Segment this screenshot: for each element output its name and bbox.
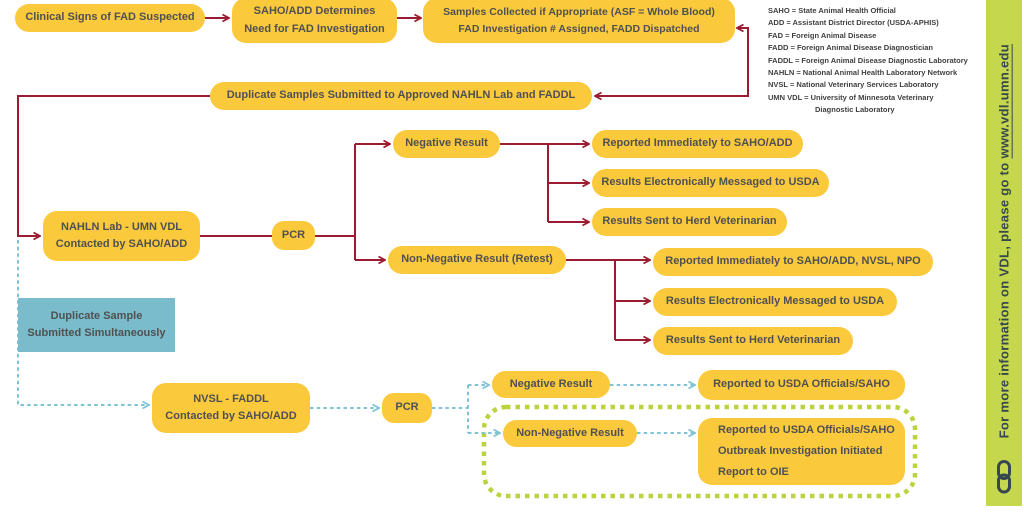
node-nvsl-faddl: NVSL - FADDL Contacted by SAHO/ADD (152, 383, 310, 433)
node-duplicate-submitted: Duplicate Samples Submitted to Approved … (210, 82, 592, 110)
node-nonneg-sent-veterinarian: Results Sent to Herd Veterinarian (653, 327, 853, 355)
node-non-negative-result-nvsl: Non-Negative Result (503, 420, 637, 447)
legend-line: SAHO = State Animal Health Official (768, 6, 896, 15)
sidebar-message-text: For more information on VDL, please go t… (996, 158, 1012, 438)
legend-line: UMN VDL = University of Minnesota Veteri… (768, 92, 934, 102)
node-nonneg-messaged-usda: Results Electronically Messaged to USDA (653, 288, 897, 316)
vdl-website-link[interactable]: www.vdl.umn.edu (996, 43, 1012, 159)
node-reported-usda-officials: Reported to USDA Officials/SAHO (698, 370, 905, 400)
node-non-negative-retest: Non-Negative Result (Retest) (388, 246, 566, 274)
legend-line: FADDL = Foreign Animal Disease Diagnosti… (768, 55, 968, 65)
node-nonneg-reported-nvsl-npo: Reported Immediately to SAHO/ADD, NVSL, … (653, 248, 933, 276)
node-neg-sent-veterinarian: Results Sent to Herd Veterinarian (592, 208, 787, 236)
node-samples-collected: Samples Collected if Appropriate (ASF = … (423, 0, 735, 43)
node-pcr-nahln: PCR (272, 221, 315, 250)
legend-line: ADD = Assistant District Director (USDA-… (768, 18, 939, 28)
node-negative-result-nvsl: Negative Result (492, 371, 610, 398)
node-pcr-nvsl: PCR (382, 393, 432, 423)
node-saho-determines: SAHO/ADD Determines Need for FAD Investi… (232, 0, 397, 43)
node-negative-result-nahln: Negative Result (393, 130, 500, 158)
legend-line: FADD = Foreign Animal Disease Diagnostic… (768, 43, 933, 53)
info-sidebar: For more information on VDL, please go t… (986, 0, 1022, 506)
node-duplicate-sample-simultaneous: Duplicate Sample Submitted Simultaneousl… (18, 298, 175, 352)
legend-line: NVSL = National Veterinary Services Labo… (768, 80, 939, 90)
outbreak-highlight-border (481, 404, 918, 499)
node-neg-messaged-usda: Results Electronically Messaged to USDA (592, 169, 829, 197)
legend-line: FAD = Foreign Animal Disease (768, 30, 877, 40)
legend-line: NAHLN = National Animal Health Laborator… (768, 68, 958, 78)
abbreviation-legend: SAHO = State Animal Health Official ADD … (768, 5, 984, 117)
node-clinical-signs: Clinical Signs of FAD Suspected (15, 4, 205, 32)
sidebar-message: For more information on VDL, please go t… (997, 44, 1012, 438)
dashed-flow-arrows (17, 240, 695, 433)
legend-line: Diagnostic Laboratory (815, 105, 895, 115)
node-outbreak-investigation: Reported to USDA Officials/SAHO Outbreak… (698, 418, 905, 485)
node-neg-reported-saho: Reported Immediately to SAHO/ADD (592, 130, 803, 158)
chain-link-icon (997, 460, 1011, 494)
solid-flow-arrows (17, 18, 749, 340)
node-nahln-lab: NAHLN Lab - UMN VDL Contacted by SAHO/AD… (43, 211, 200, 261)
